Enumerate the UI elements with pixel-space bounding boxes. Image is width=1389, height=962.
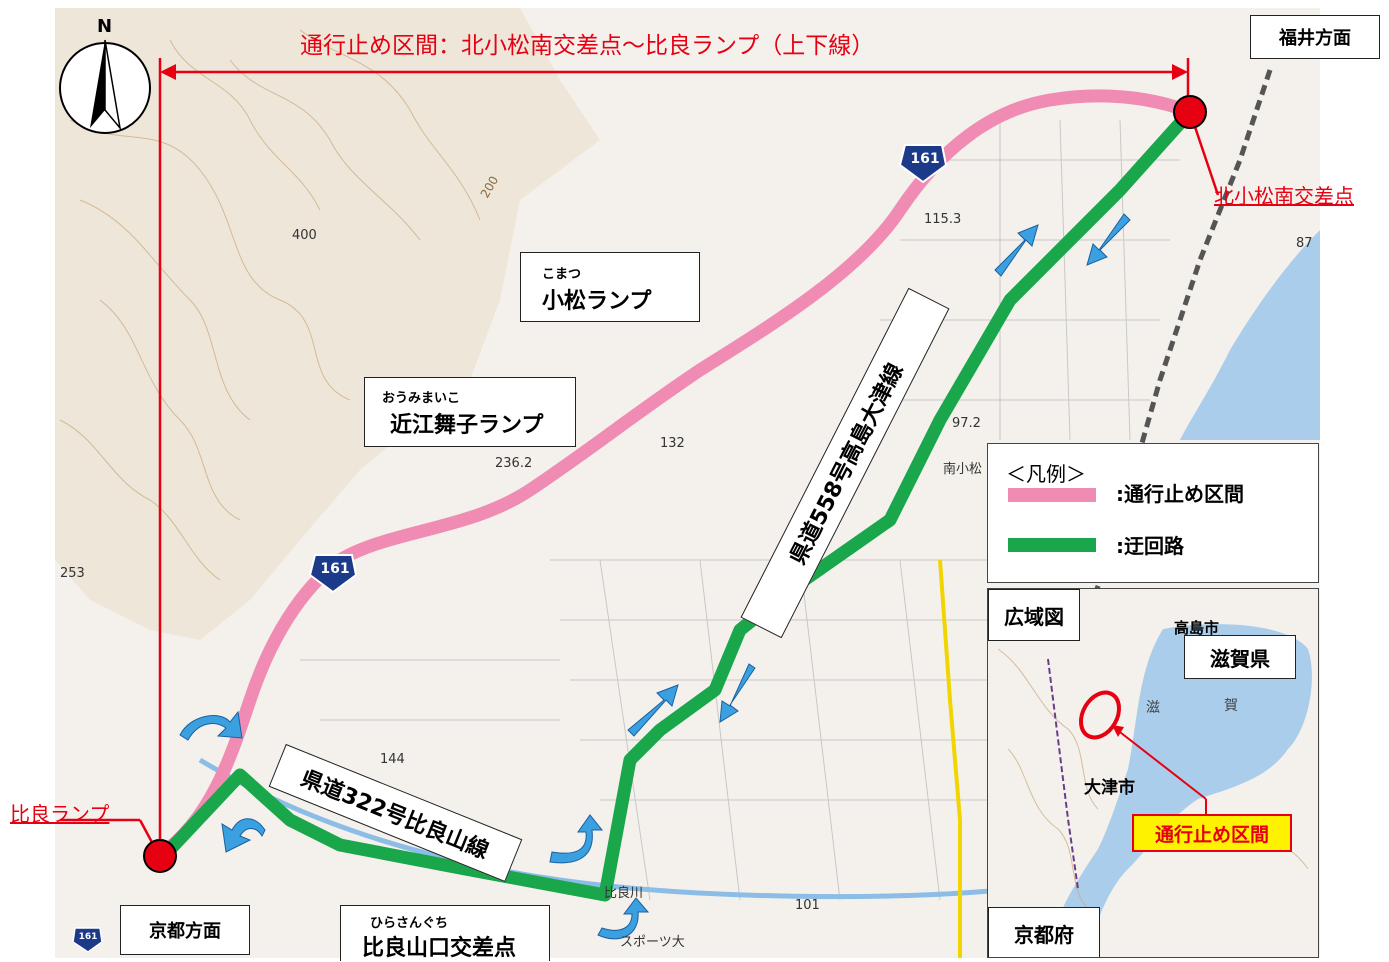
route-shield-161b: 161 [320, 561, 350, 577]
detour-line [155, 105, 1197, 902]
elev-144: 144 [380, 752, 405, 767]
inset-lake-char1: 滋 [1146, 700, 1160, 716]
hira-ramp-marker [143, 839, 177, 873]
hirasanguchi-ruby: ひらさんぐち [370, 916, 449, 931]
elev-253: 253 [60, 566, 85, 581]
elev-2362: 236.2 [495, 456, 533, 471]
kitakomatsu-marker [1173, 95, 1207, 129]
komatsu-ramp-box [520, 252, 700, 322]
legend: ＜凡例＞ :通行止め区間 :迂回路 [987, 443, 1319, 583]
closure-title: 通行止め区間：北小松南交差点～比良ランプ（上下線） [300, 33, 875, 59]
komatsu-ruby: こまつ [542, 267, 582, 282]
legend-closed-label: :通行止め区間 [1116, 482, 1244, 506]
inset-title: 広域図 [988, 589, 1080, 641]
hirasanguchi-label: 比良山口交差点 [362, 936, 517, 961]
inset-map: 広域図 高島市 滋賀県 滋 賀 大津市 通行止め区間 京都府 [987, 588, 1319, 958]
oumimaiko-ramp-label: 近江舞子ランプ [390, 413, 544, 438]
route-shield-161c: 161 [78, 932, 98, 942]
inset-otsu: 大津市 [1084, 778, 1135, 798]
legend-detour-label: :迂回路 [1116, 534, 1184, 558]
closed-section-line [153, 89, 1197, 862]
oumimaiko-ramp-box [364, 377, 576, 447]
sports-label: スポーツ大 [620, 935, 685, 950]
kitakomatsu-label: 北小松南交差点 [1214, 184, 1354, 208]
north-arrow-icon [59, 39, 151, 134]
inset-lake-char2: 賀 [1224, 698, 1238, 714]
inset-takashima: 高島市 [1174, 619, 1220, 637]
elev-972: 97.2 [952, 416, 981, 431]
fukui-direction-label: 福井方面 [1250, 15, 1380, 59]
elev-1153: 115.3 [924, 212, 962, 227]
north-label: N [97, 16, 113, 37]
inset-shiga: 滋賀県 [1184, 635, 1296, 679]
elev-101: 101 [795, 898, 820, 913]
minamikomatsu-label: 南小松 [943, 462, 983, 477]
komatsu-ramp-label: 小松ランプ [542, 289, 652, 314]
oumimaiko-ruby: おうみまいこ [382, 391, 461, 406]
elev-400: 400 [292, 228, 317, 243]
direction-arrows [179, 213, 1131, 940]
kyoto-direction-label: 京都方面 [120, 905, 250, 955]
span-arrow [60, 58, 1220, 858]
legend-closed-swatch [1008, 488, 1096, 502]
route-shield-161a: 161 [910, 151, 940, 167]
inset-kyoto: 京都府 [988, 907, 1100, 957]
elev-87: 87 [1296, 236, 1313, 251]
inset-closed-label: 通行止め区間 [1132, 814, 1292, 852]
hirasanguchi-box [340, 905, 550, 961]
hirakawa-label: 比良川 [604, 886, 644, 901]
hira-ramp-label: 比良ランプ [10, 802, 110, 826]
route-161-shields [72, 144, 948, 953]
elev-132: 132 [660, 436, 685, 451]
legend-detour-swatch [1008, 538, 1096, 552]
legend-title: ＜凡例＞ [1006, 462, 1086, 486]
